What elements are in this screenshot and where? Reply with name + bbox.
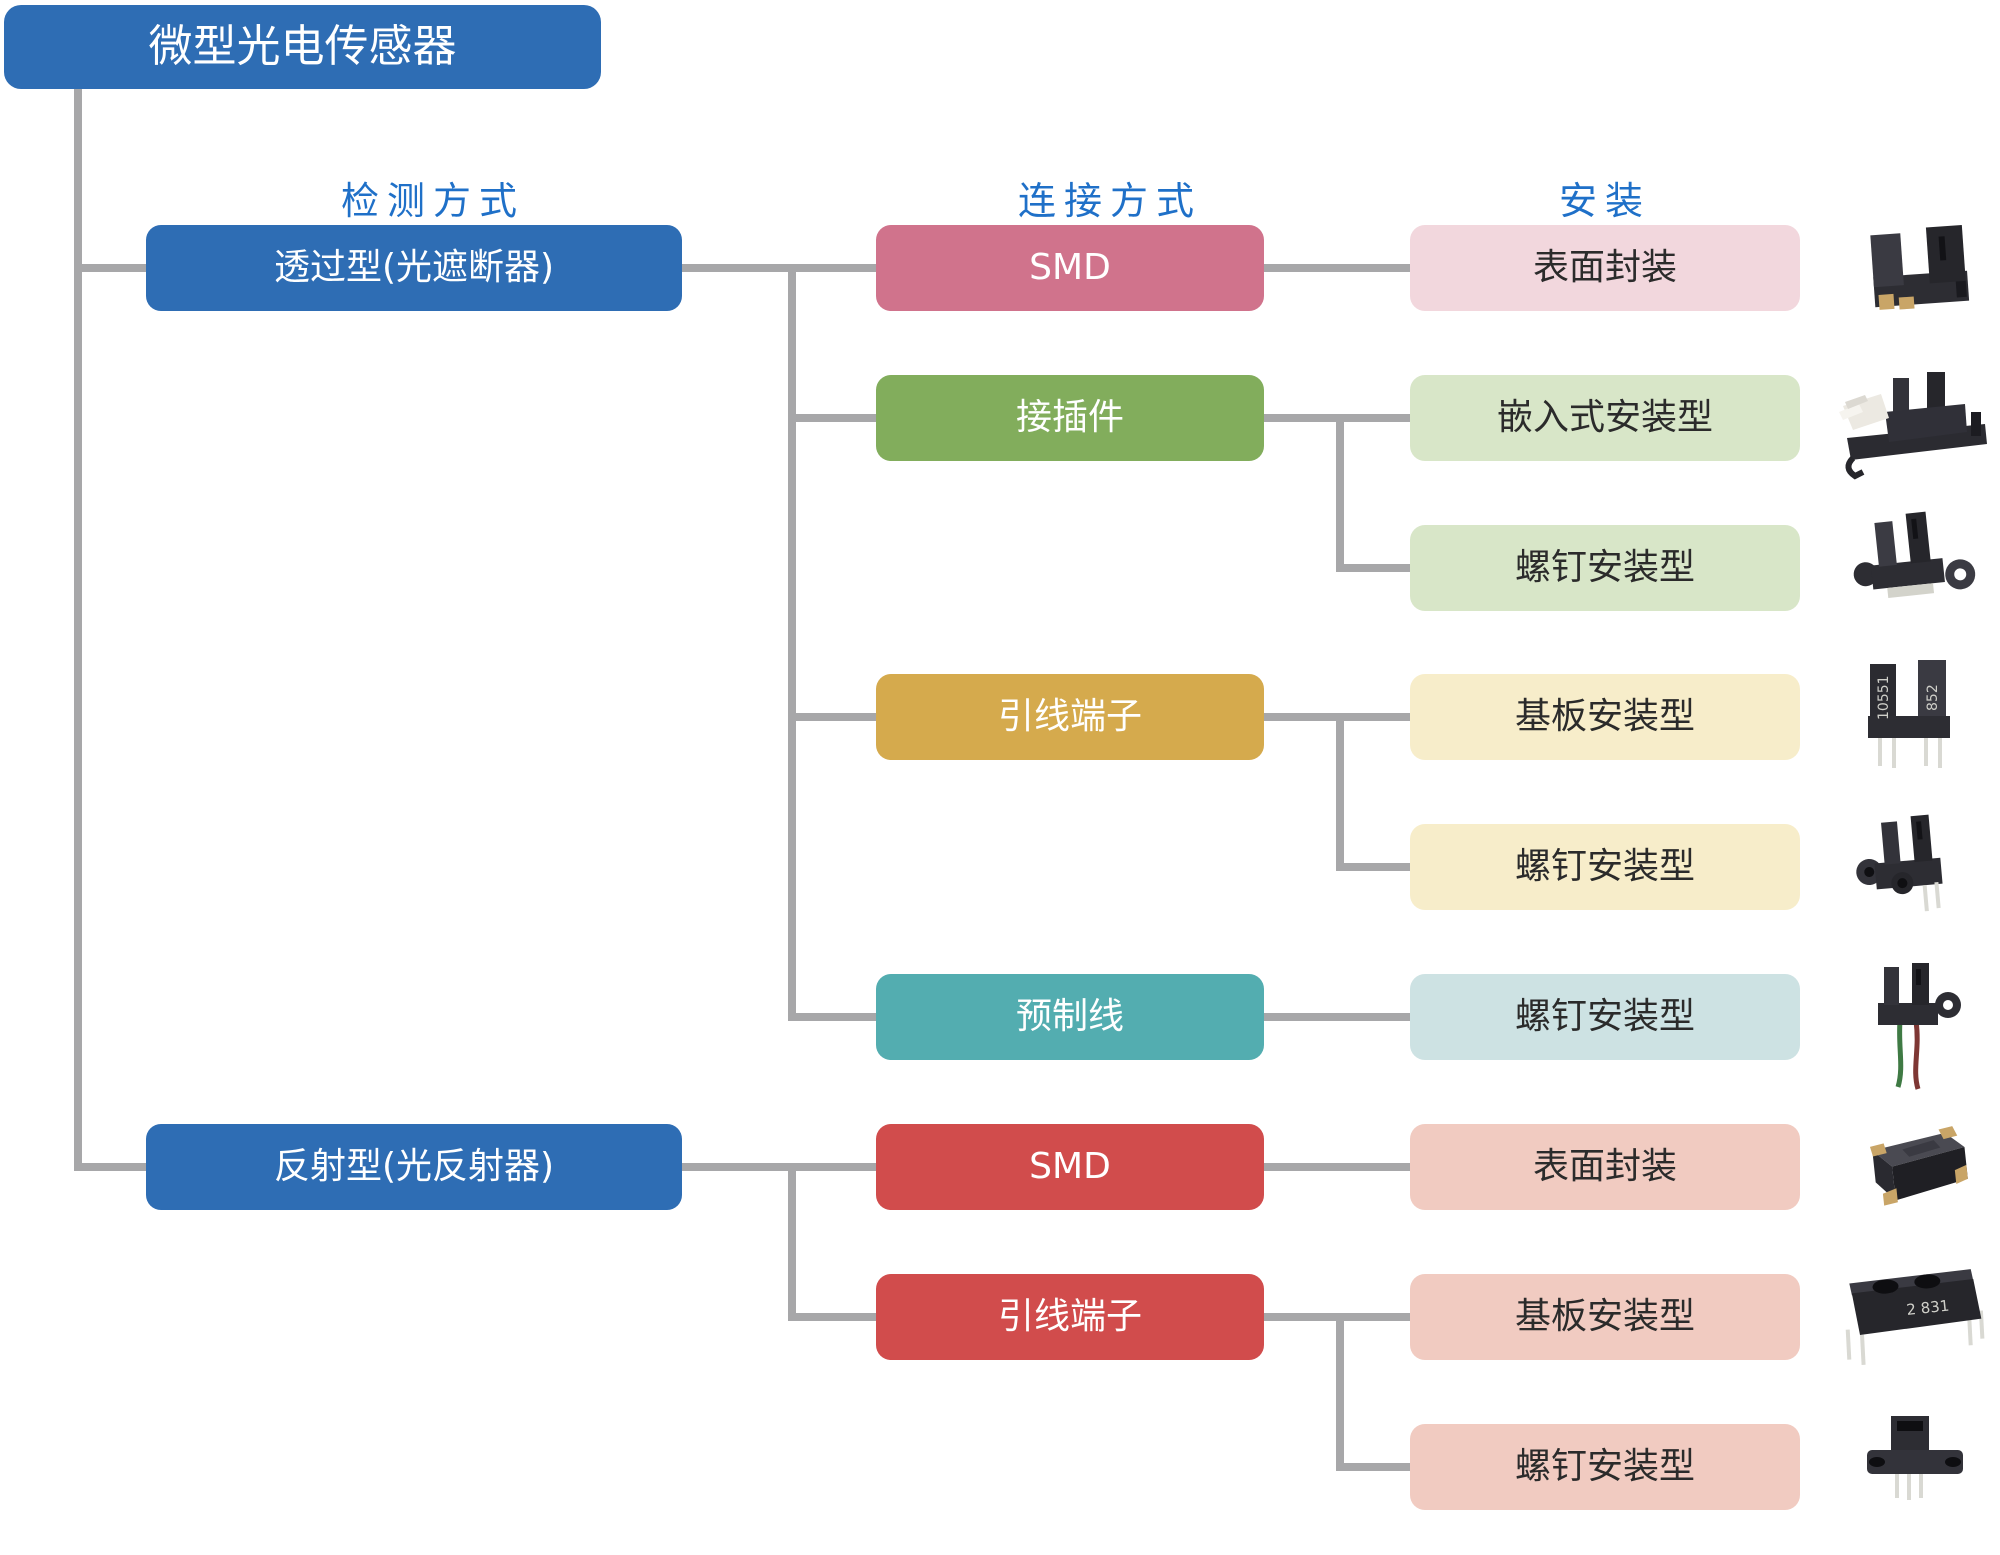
product-photo-lead-screw-mount-photointerrupter bbox=[1845, 810, 1985, 928]
product-photo-connector-snap-in-photointerrupter bbox=[1835, 360, 2000, 482]
mount-board-reflective: 基板安装型 bbox=[1410, 1274, 1800, 1360]
product-photo-lead-screw-mount-reflective bbox=[1845, 1408, 1985, 1526]
mount-board-lead: 基板安装型 bbox=[1410, 674, 1800, 760]
node-smd-reflective: SMD bbox=[876, 1124, 1264, 1210]
header-connection-method: 连接方式 bbox=[1017, 179, 1203, 223]
node-reflective-type: 反射型(光反射器) bbox=[146, 1124, 682, 1210]
mount-surface-reflective: 表面封装 bbox=[1410, 1124, 1800, 1210]
product-photo-smd-slot-photointerrupter bbox=[1855, 222, 1985, 322]
node-connector-type: 接插件 bbox=[876, 375, 1264, 461]
mount-screw-reflective: 螺钉安装型 bbox=[1410, 1424, 1800, 1510]
product-photo-connector-screw-mount-photointerrupter bbox=[1845, 505, 1990, 623]
header-detection-method: 检测方式 bbox=[340, 179, 526, 223]
product-photo-lead-board-mount-reflective: 2 831 bbox=[1835, 1252, 2000, 1380]
node-smd-transmissive: SMD bbox=[876, 225, 1264, 311]
node-lead-terminal-transmissive: 引线端子 bbox=[876, 674, 1264, 760]
mount-embedded-connector: 嵌入式安装型 bbox=[1410, 375, 1800, 461]
svg-text:10551: 10551 bbox=[1876, 675, 1892, 720]
node-prewired: 预制线 bbox=[876, 974, 1264, 1060]
mount-surface-transmissive: 表面封装 bbox=[1410, 225, 1800, 311]
product-photo-smd-reflective-sensor bbox=[1852, 1112, 1982, 1217]
root-node: 微型光电传感器 bbox=[4, 5, 601, 89]
node-lead-terminal-reflective: 引线端子 bbox=[876, 1274, 1264, 1360]
mount-screw-prewired: 螺钉安装型 bbox=[1410, 974, 1800, 1060]
mount-screw-connector: 螺钉安装型 bbox=[1410, 525, 1800, 611]
product-photo-prewired-screw-mount-photointerrupter bbox=[1848, 955, 1983, 1090]
header-mounting: 安装 bbox=[1558, 179, 1652, 223]
node-transmissive-type: 透过型(光遮断器) bbox=[146, 225, 682, 311]
svg-text:2 831: 2 831 bbox=[1906, 1297, 1951, 1319]
product-photo-lead-board-mount-photointerrupter: 10551 852 bbox=[1848, 652, 1983, 784]
mount-screw-lead: 螺钉安装型 bbox=[1410, 824, 1800, 910]
svg-text:852: 852 bbox=[1925, 684, 1941, 711]
